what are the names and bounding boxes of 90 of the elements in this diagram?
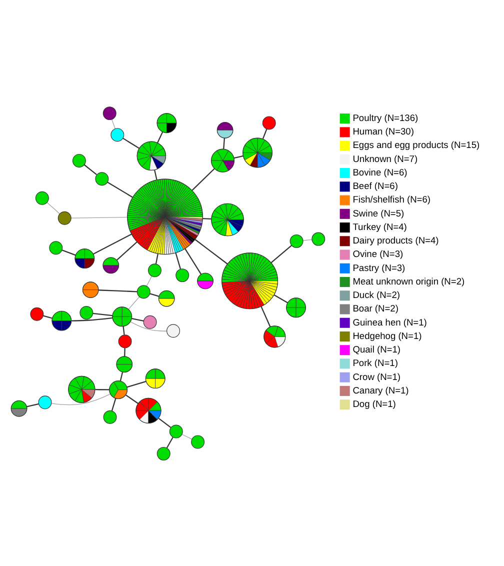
connector xyxy=(166,436,174,448)
legend-label: Duck (N=2) xyxy=(352,290,400,300)
connector xyxy=(158,417,172,428)
connector xyxy=(302,238,312,240)
connector xyxy=(95,388,110,390)
node-circle xyxy=(191,434,205,448)
connector xyxy=(70,216,128,218)
connector xyxy=(223,138,226,149)
connector xyxy=(130,321,168,331)
connector xyxy=(155,253,158,264)
connector xyxy=(84,164,97,175)
node-circle xyxy=(58,210,72,224)
connector xyxy=(202,217,212,220)
connector xyxy=(107,181,133,198)
connector xyxy=(122,326,125,334)
connector xyxy=(126,394,138,404)
legend-label: Poultry (N=136) xyxy=(352,112,418,122)
legend-label: Pork (N=1) xyxy=(352,358,398,368)
connector xyxy=(124,347,126,356)
legend-label: Fish/shelfish (N=6) xyxy=(352,194,430,204)
connector xyxy=(146,275,152,286)
connector xyxy=(184,248,202,274)
node-circle xyxy=(166,324,180,338)
legend-label: Hedgehog (N=1) xyxy=(352,330,422,340)
node-circle xyxy=(118,334,132,348)
node-circle xyxy=(110,128,124,142)
node-circle xyxy=(30,306,44,320)
legend-label: Dairy products (N=4) xyxy=(352,235,439,246)
node-circle xyxy=(312,232,326,246)
connector xyxy=(234,154,244,158)
node-circle xyxy=(72,153,86,167)
legend-label: Guinea hen (N=1) xyxy=(352,316,427,327)
node-circle xyxy=(35,190,49,204)
node-circle xyxy=(38,395,52,409)
legend-label: Dog (N=1) xyxy=(352,398,396,409)
connector xyxy=(126,380,146,388)
connector xyxy=(26,402,39,407)
node-circle xyxy=(156,446,170,460)
connector xyxy=(274,294,288,303)
connector xyxy=(262,128,268,139)
node-circle xyxy=(148,263,162,277)
connector xyxy=(132,318,144,321)
legend-label: Unknown (N=7) xyxy=(352,153,418,164)
legend-label: Eggs and egg products (N=15) xyxy=(352,140,480,150)
legend-label: Human (N=30) xyxy=(352,126,414,136)
node-circle xyxy=(95,172,109,186)
legend-label: Quail (N=1) xyxy=(352,344,401,354)
connector xyxy=(43,314,52,318)
connector xyxy=(192,168,215,190)
connector xyxy=(112,118,116,128)
connector xyxy=(260,306,271,327)
legend-label: Meat unknown origin (N=2) xyxy=(352,276,465,286)
legend-label: Crow (N=1) xyxy=(352,371,401,382)
connector xyxy=(156,131,164,143)
connector xyxy=(93,233,132,254)
node-circle xyxy=(169,424,183,438)
connector xyxy=(175,252,182,269)
node-circle xyxy=(290,234,304,248)
legend-label: Boar (N=2) xyxy=(352,303,398,314)
connector xyxy=(182,434,192,439)
legend-label: Bovine (N=6) xyxy=(352,166,408,177)
legend-label: Beef (N=6) xyxy=(352,180,398,191)
connector xyxy=(150,292,159,296)
connector xyxy=(98,289,138,292)
connector xyxy=(122,137,140,148)
node-circle xyxy=(262,116,276,130)
connector xyxy=(194,238,228,264)
node-circle xyxy=(49,240,63,254)
node-circle xyxy=(80,306,94,320)
connector xyxy=(62,249,76,256)
legend-label: Turkey (N=4) xyxy=(352,221,407,232)
node-circle xyxy=(103,410,117,424)
legend-label: Pastry (N=3) xyxy=(352,262,406,272)
connector xyxy=(128,296,140,310)
connector xyxy=(116,240,138,260)
connector xyxy=(120,371,124,381)
legend-label: Swine (N=5) xyxy=(352,208,404,218)
connector xyxy=(72,316,113,321)
node-circle xyxy=(102,106,116,120)
connector xyxy=(154,169,158,180)
connector xyxy=(92,312,112,316)
legend-label: Canary (N=1) xyxy=(352,384,409,395)
connector xyxy=(111,398,116,410)
legend-label: Ovine (N=3) xyxy=(352,248,404,259)
connector xyxy=(46,202,60,214)
connector xyxy=(270,244,292,263)
node-circle xyxy=(143,314,157,328)
node-circle xyxy=(136,284,150,298)
node-circle xyxy=(176,268,190,282)
connector xyxy=(51,393,110,405)
